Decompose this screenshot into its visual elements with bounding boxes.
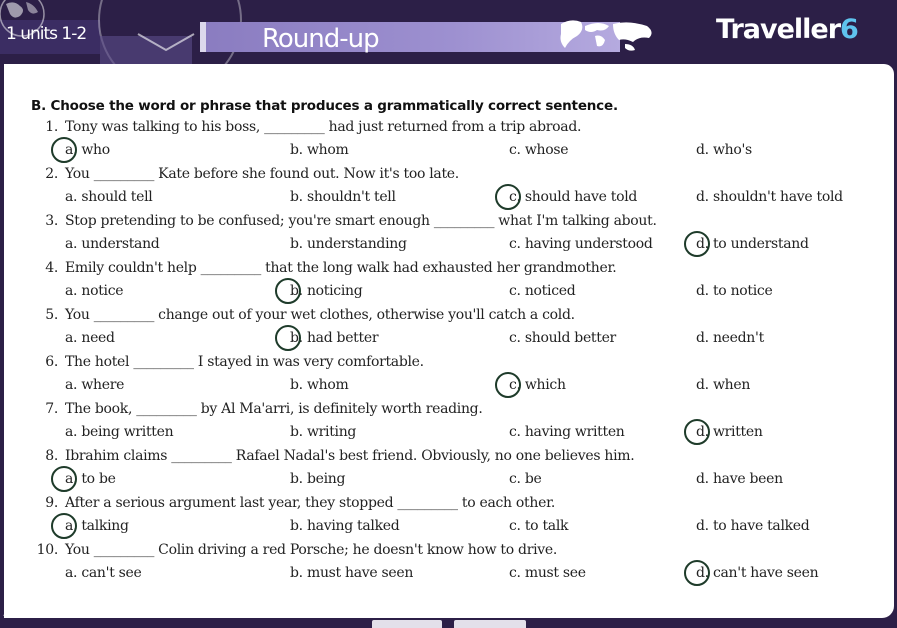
- answer-circle-mark: [51, 513, 77, 539]
- answer-option[interactable]: c. having written: [509, 424, 625, 440]
- answer-option[interactable]: c. noticed: [509, 283, 576, 299]
- answer-circle-mark: [51, 466, 77, 492]
- answer-option[interactable]: c. which: [509, 377, 566, 393]
- question-text: The book, _________ by Al Ma'arri, is de…: [65, 401, 483, 417]
- answer-option[interactable]: c. be: [509, 471, 542, 487]
- answer-option[interactable]: b. having talked: [290, 518, 400, 534]
- answer-option[interactable]: b. being: [290, 471, 346, 487]
- worksheet-page: B. Choose the word or phrase that produc…: [4, 64, 894, 618]
- answer-option[interactable]: a. can't see: [65, 565, 142, 581]
- answer-circle-mark: [495, 372, 521, 398]
- answer-option[interactable]: b. must have seen: [290, 565, 414, 581]
- answer-option[interactable]: b. had better: [290, 330, 379, 346]
- question-number: 7.: [45, 401, 58, 417]
- question-text: After a serious argument last year, they…: [65, 495, 556, 511]
- answer-circle-mark: [275, 278, 301, 304]
- answer-option[interactable]: c. whose: [509, 142, 569, 158]
- answer-option[interactable]: a. need: [65, 330, 115, 346]
- world-map-icon: [560, 20, 652, 51]
- answer-option[interactable]: a. should tell: [65, 189, 153, 205]
- answer-option[interactable]: d. shouldn't have told: [696, 189, 843, 205]
- answer-option[interactable]: b. writing: [290, 424, 357, 440]
- question-number: 5.: [45, 307, 58, 323]
- answer-option[interactable]: d. to understand: [696, 236, 809, 252]
- title-bar: Round-up: [200, 22, 620, 54]
- answer-circle-mark: [275, 325, 301, 351]
- question-number: 4.: [45, 260, 58, 276]
- answer-option[interactable]: c. to talk: [509, 518, 569, 534]
- answer-option[interactable]: a. talking: [65, 518, 129, 534]
- answer-option[interactable]: a. understand: [65, 236, 160, 252]
- question-number: 6.: [45, 354, 58, 370]
- question-text: Tony was talking to his boss, _________ …: [65, 119, 582, 135]
- answer-circle-mark: [684, 560, 710, 586]
- answer-option[interactable]: d. when: [696, 377, 751, 393]
- exercise-instruction: B. Choose the word or phrase that produc…: [31, 98, 618, 114]
- question-text: You _________ Colin driving a red Porsch…: [65, 542, 558, 558]
- answer-option[interactable]: d. written: [696, 424, 763, 440]
- answer-option[interactable]: b. whom: [290, 377, 349, 393]
- question-text: Emily couldn't help _________ that the l…: [65, 260, 617, 276]
- watermark: تنشيط s: [2, 604, 52, 620]
- brand-number: 6: [840, 14, 859, 45]
- unit-tab: [0, 20, 100, 54]
- header-bar: 1 units 1-2 Round-up Traveller6: [0, 0, 897, 64]
- question-number: 10.: [36, 542, 59, 558]
- answer-circle-mark: [51, 137, 77, 163]
- brand-logo: Traveller6: [716, 14, 859, 45]
- unit-label: 1 units 1-2: [6, 24, 87, 44]
- answer-option[interactable]: b. noticing: [290, 283, 363, 299]
- question-number: 8.: [45, 448, 58, 464]
- answer-circle-mark: [684, 231, 710, 257]
- answer-option[interactable]: c. having understood: [509, 236, 653, 252]
- answer-option[interactable]: b. whom: [290, 142, 349, 158]
- answer-option[interactable]: d. to have talked: [696, 518, 810, 534]
- question-text: Stop pretending to be confused; you're s…: [65, 213, 657, 229]
- question-text: You _________ Kate before she found out.…: [65, 166, 459, 182]
- answer-option[interactable]: d. needn't: [696, 330, 764, 346]
- question-number: 9.: [45, 495, 58, 511]
- answer-circle-mark: [684, 419, 710, 445]
- question-text: The hotel _________ I stayed in was very…: [65, 354, 424, 370]
- bottom-tab-left[interactable]: [372, 620, 442, 628]
- question-number: 1.: [45, 119, 58, 135]
- globe-icon: [0, 0, 45, 37]
- answer-circle-mark: [495, 184, 521, 210]
- question-number: 2.: [45, 166, 58, 182]
- question-number: 3.: [45, 213, 58, 229]
- answer-option[interactable]: d. who's: [696, 142, 752, 158]
- answer-option[interactable]: b. understanding: [290, 236, 407, 252]
- answer-option[interactable]: c. should better: [509, 330, 616, 346]
- decorative-block: [100, 36, 192, 64]
- answer-option[interactable]: d. to notice: [696, 283, 773, 299]
- answer-option[interactable]: c. should have told: [509, 189, 638, 205]
- page-title: Round-up: [262, 24, 380, 54]
- chevron-down-icon: [137, 33, 195, 52]
- answer-option[interactable]: a. where: [65, 377, 125, 393]
- bottom-tab-right[interactable]: [454, 620, 526, 628]
- answer-option[interactable]: b. shouldn't tell: [290, 189, 396, 205]
- question-text: Ibrahim claims _________ Rafael Nadal's …: [65, 448, 635, 464]
- answer-option[interactable]: d. have been: [696, 471, 783, 487]
- answer-option[interactable]: d. can't have seen: [696, 565, 819, 581]
- answer-option[interactable]: a. notice: [65, 283, 124, 299]
- answer-option[interactable]: a. being written: [65, 424, 174, 440]
- answer-option[interactable]: a. to be: [65, 471, 116, 487]
- brand-word: Traveller: [716, 14, 841, 45]
- answer-option[interactable]: c. must see: [509, 565, 586, 581]
- question-text: You _________ change out of your wet clo…: [65, 307, 575, 323]
